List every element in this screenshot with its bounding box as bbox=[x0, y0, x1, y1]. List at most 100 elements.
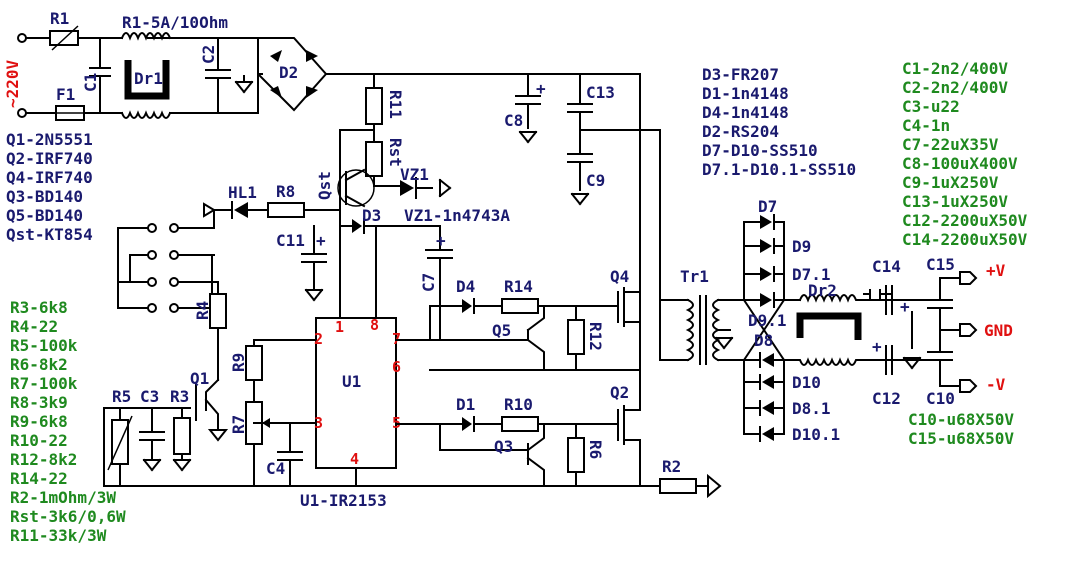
resistor-list-item: R7-100k bbox=[10, 374, 78, 393]
c10-label: C10 bbox=[926, 389, 955, 408]
diode-list-item: D7.1-D10.1-SS510 bbox=[702, 160, 856, 179]
r12-resistor bbox=[567, 319, 585, 355]
q2-label: Q2 bbox=[610, 383, 629, 402]
u1-pin-1: 1 bbox=[335, 318, 344, 336]
c13-label: C13 bbox=[586, 83, 615, 102]
r12-label: R12 bbox=[586, 322, 605, 351]
c3-label: C3 bbox=[140, 387, 159, 406]
qst-label: Qst bbox=[315, 171, 334, 200]
c9-label: C9 bbox=[586, 171, 605, 190]
svg-text:+: + bbox=[436, 231, 446, 250]
gnd-label: GND bbox=[984, 321, 1013, 340]
hl1-label: HL1 bbox=[228, 183, 257, 202]
rst-resistor bbox=[365, 141, 383, 177]
resistor-list-item: R9-6k8 bbox=[10, 412, 68, 431]
r7-label: R7 bbox=[229, 415, 248, 434]
dr2-label: Dr2 bbox=[808, 281, 837, 300]
d1-label: D1 bbox=[456, 395, 475, 414]
resistor-list-item: R11-33k/3W bbox=[10, 526, 107, 545]
connector-block bbox=[117, 209, 215, 313]
rectifier: D7 D9 D7.1 D9.1 D8 D10 D8.1 D10.1 bbox=[742, 197, 840, 444]
c15-label: C15 bbox=[926, 255, 955, 274]
resistor-list-item: R5-100k bbox=[10, 336, 78, 355]
r9-resistor bbox=[245, 345, 263, 381]
u1-part-label: U1-IR2153 bbox=[300, 491, 387, 510]
capacitor-list-item: C9-1uX250V bbox=[902, 173, 999, 192]
diode-list-item: D7-D10-SS510 bbox=[702, 141, 818, 160]
q5-label: Q5 bbox=[492, 321, 511, 340]
mains-terminal-bottom bbox=[17, 108, 27, 118]
d10-1-label: D10.1 bbox=[792, 425, 840, 444]
bulk-caps: + C8 C13 C9 bbox=[504, 73, 641, 205]
dr2-core bbox=[796, 312, 862, 340]
r11-resistor bbox=[365, 87, 383, 125]
u1-pin-4: 4 bbox=[350, 450, 359, 468]
capacitor-list-item: C1-2n2/400V bbox=[902, 59, 1008, 78]
tr1-label: Tr1 bbox=[680, 267, 709, 286]
c7-label: C7 bbox=[419, 273, 438, 292]
qst-transistor bbox=[337, 169, 375, 207]
q1-label: Q1 bbox=[190, 369, 209, 388]
input-section: ~220V R1 R1-5A/10Ohm F1 Dr1 C1 C2 bbox=[3, 9, 641, 361]
minus-terminal bbox=[959, 379, 978, 393]
d9-1-label: D9.1 bbox=[748, 311, 787, 330]
svg-text:+: + bbox=[316, 231, 326, 250]
resistor-list-item: R6-8k2 bbox=[10, 355, 68, 374]
r9-label: R9 bbox=[229, 353, 248, 372]
r14-resistor bbox=[501, 298, 539, 314]
d10-label: D10 bbox=[792, 373, 821, 392]
d8-label: D8 bbox=[754, 331, 773, 350]
r2-resistor bbox=[659, 478, 697, 494]
capacitor-list-item: C10-u68X50V bbox=[908, 410, 1014, 429]
r11-label: R11 bbox=[386, 90, 405, 119]
diode-list-item: D3-FR207 bbox=[702, 65, 779, 84]
resistor-list-item: R14-22 bbox=[10, 469, 68, 488]
resistor-list-item: R8-3k9 bbox=[10, 393, 68, 412]
capacitor-list-item: C14-2200uX50V bbox=[902, 230, 1028, 249]
svg-text:+: + bbox=[872, 337, 882, 356]
c4-label: C4 bbox=[266, 459, 285, 478]
capacitor-list-item: C4-1n bbox=[902, 116, 950, 135]
transistor-list-item: Q5-BD140 bbox=[6, 206, 83, 225]
q3-label: Q3 bbox=[494, 437, 513, 456]
dr1-label: Dr1 bbox=[134, 69, 163, 88]
transistor-list-item: Q2-IRF740 bbox=[6, 149, 93, 168]
r14-label: R14 bbox=[504, 277, 533, 296]
resistor-list-item: Rst-3k6/0,6W bbox=[10, 507, 126, 526]
f1-label: F1 bbox=[56, 85, 75, 104]
capacitor-list-item: C2-2n2/400V bbox=[902, 78, 1008, 97]
u1-pin-2: 2 bbox=[314, 330, 323, 348]
startup-section: R11 Rst Qst VZ1 VZ1-1n4743A HL1 R8 D3 C1… bbox=[203, 73, 510, 341]
u1-pin-8: 8 bbox=[370, 316, 379, 334]
r5-label: R5 bbox=[112, 387, 131, 406]
d4-label: D4 bbox=[456, 277, 475, 296]
d9-label: D9 bbox=[792, 237, 811, 256]
resistor-list-item: R3-6k8 bbox=[10, 298, 68, 317]
d7-label: D7 bbox=[758, 197, 777, 216]
svg-text:+: + bbox=[536, 79, 546, 98]
control-section: R4 Q1 R5 C3 R3 R9 R7 C4 U1 1 2 3 bbox=[103, 281, 641, 510]
c11-label: C11 bbox=[276, 231, 305, 250]
diode-list-item: D1-1n4148 bbox=[702, 84, 789, 103]
vz1-label: VZ1 bbox=[400, 165, 429, 184]
q4-label: Q4 bbox=[610, 267, 629, 286]
r10-resistor bbox=[501, 416, 539, 432]
plus-label: +V bbox=[986, 261, 1006, 280]
c1-label: C1 bbox=[81, 73, 100, 92]
r1-label: R1 bbox=[50, 9, 69, 28]
d3-label: D3 bbox=[362, 206, 381, 225]
transistor-list-item: Q1-2N5551 bbox=[6, 130, 93, 149]
r3-resistor bbox=[173, 417, 191, 455]
resistor-list-item: R4-22 bbox=[10, 317, 58, 336]
u1-pin-6: 6 bbox=[392, 358, 401, 376]
diode-list: D3-FR207 D1-1n4148 D4-1n4148 D2-RS204 D7… bbox=[702, 65, 856, 179]
resistor-list-item: R10-22 bbox=[10, 431, 68, 450]
transistor-list: Q1-2N5551 Q2-IRF740 Q4-IRF740 Q3-BD140 Q… bbox=[6, 130, 93, 244]
capacitor-list: C1-2n2/400V C2-2n2/400V C3-u22 C4-1n C7-… bbox=[902, 59, 1028, 448]
d7-1-label: D7.1 bbox=[792, 265, 831, 284]
diode-list-item: D4-1n4148 bbox=[702, 103, 789, 122]
vz1-spec-label: VZ1-1n4743A bbox=[404, 206, 510, 225]
u1-label: U1 bbox=[342, 372, 361, 391]
r2-label: R2 bbox=[662, 457, 681, 476]
